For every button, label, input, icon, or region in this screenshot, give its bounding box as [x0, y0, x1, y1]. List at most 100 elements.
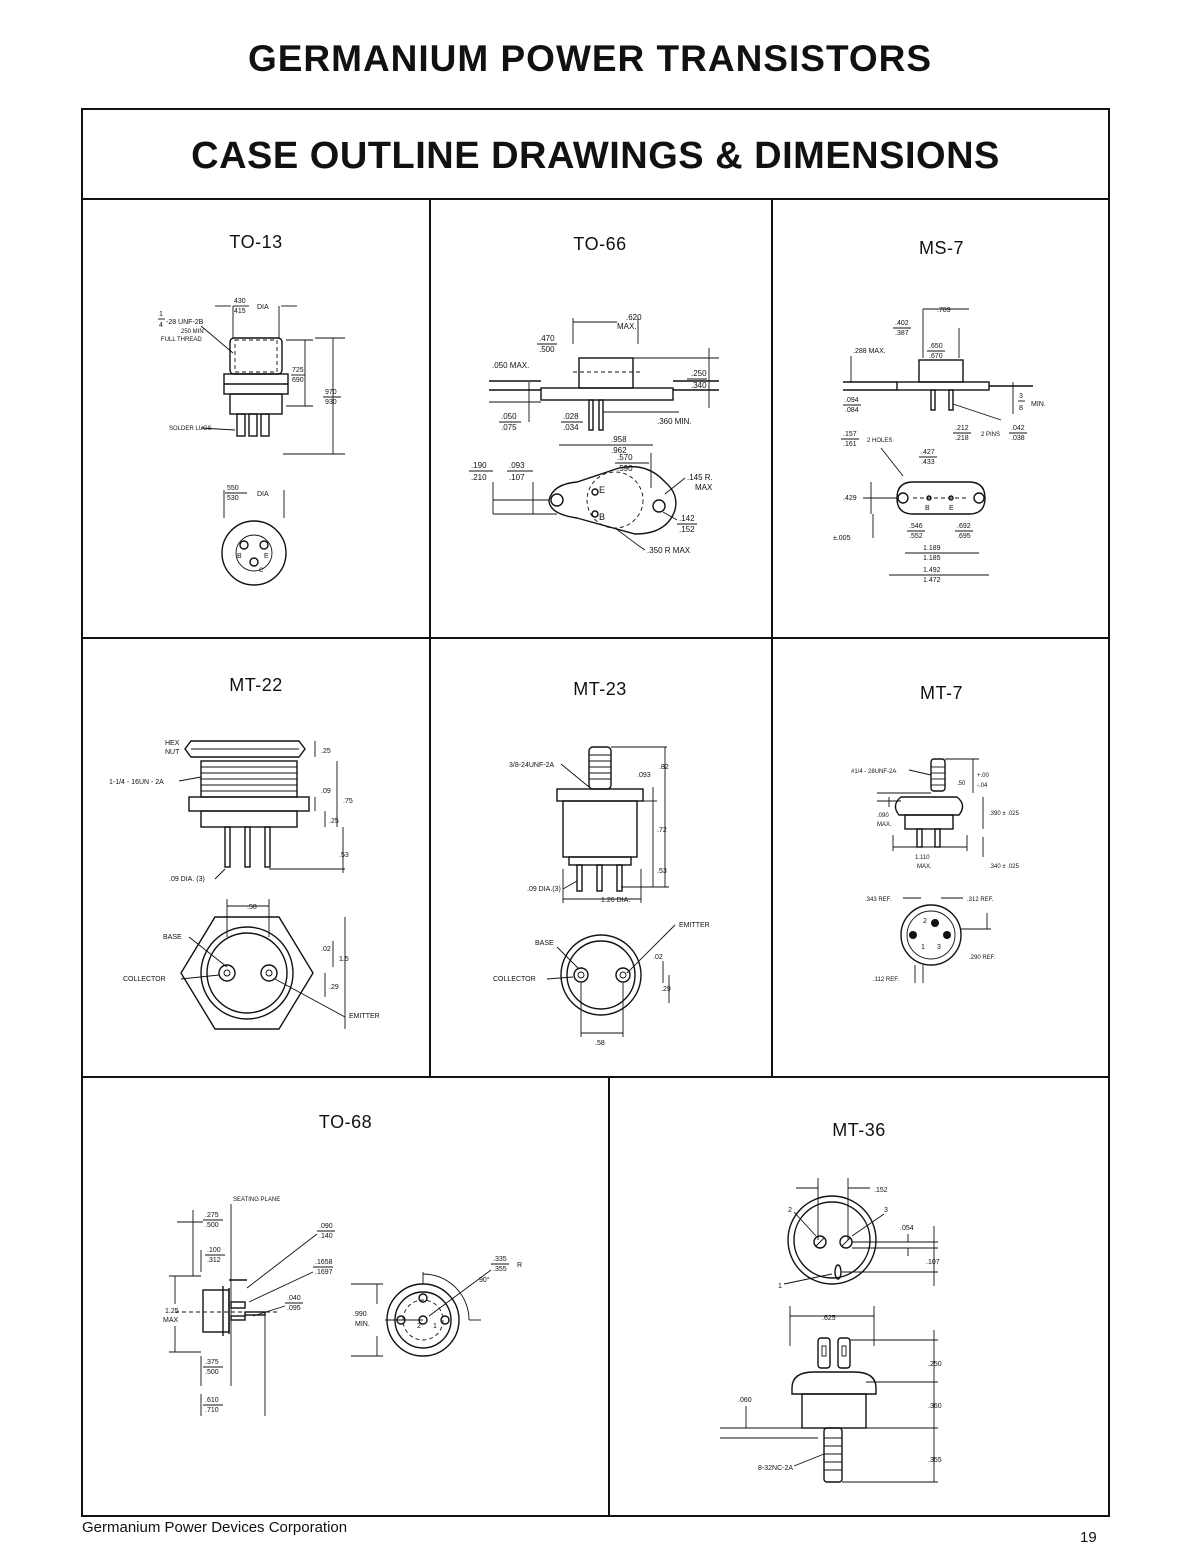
to66-pin-b: B [599, 512, 605, 522]
ms7-d042: .042 [1011, 425, 1025, 432]
ms7-d402: .402 [895, 320, 909, 327]
mt22-d53: .53 [339, 852, 349, 859]
to66-d034: .034 [563, 423, 579, 432]
to66-d590: .590 [617, 464, 633, 473]
mt36-d107: .107 [926, 1259, 940, 1266]
to66-d152: .152 [679, 525, 695, 534]
ms7-d218: .218 [955, 435, 969, 442]
case-label-to66: TO-66 [573, 234, 627, 254]
to66-d028: .028 [563, 412, 579, 421]
mt7-d290: .290 REF. [969, 955, 996, 961]
mt22-d25: .25 [321, 748, 331, 755]
mt23-base: BASE [535, 940, 554, 947]
to13-pin-e: E [264, 553, 269, 560]
to66-d145: .145 R. [687, 473, 713, 482]
mt36-d360: .360 [928, 1403, 942, 1410]
mt36-d054: .054 [900, 1225, 914, 1232]
mt22-emitter: EMITTER [349, 1013, 380, 1020]
to13-h1-top: 725 [292, 367, 304, 374]
ms7-d670: .670 [929, 353, 943, 360]
mt7-dmax: MAX. [877, 822, 892, 828]
mt36-outline-drawing: .152 2 3 1 .054 .107 .62 [720, 1178, 942, 1483]
to13-dia-top: 430 [234, 298, 246, 305]
to68-d1658: .1658 [315, 1259, 333, 1266]
to68-d100: .100 [207, 1247, 221, 1254]
to68-d312: .312 [207, 1257, 221, 1264]
mt7-p1: 1 [921, 944, 925, 951]
case-label-to13: TO-13 [229, 232, 283, 252]
mt36-p1: 1 [778, 1283, 782, 1290]
to68-dmax: MAX [163, 1317, 179, 1324]
to66-d620: .620 [626, 313, 642, 322]
to66-d107: .107 [509, 473, 525, 482]
mt22-d02: .02 [321, 946, 331, 953]
mt23-d58: .58 [595, 1040, 605, 1047]
case-label-to68: TO-68 [318, 1112, 373, 1132]
to66-d093: .093 [509, 461, 525, 470]
cell-ms7: MS-7 .789 .402 .387 .288 MAX. .650 .670 … [773, 198, 1110, 639]
cell-mt36: MT-36 .152 2 3 1 .054 [608, 1076, 1110, 1517]
mt7-dm04: -.04 [977, 783, 988, 789]
banner-title: CASE OUTLINE DRAWINGS & DIMENSIONS [191, 135, 1000, 177]
to66-d142: .142 [679, 514, 695, 523]
to68-d040: .040 [287, 1295, 301, 1302]
mt22-d15: 1.5 [339, 956, 349, 963]
to68-d090: .090 [319, 1223, 333, 1230]
case-label-mt7: MT-7 [919, 683, 963, 703]
mt7-p2: 2 [923, 918, 927, 925]
ms7-d084: .084 [845, 407, 859, 414]
to66-d050: .050 [501, 412, 517, 421]
to68-d1697: .1697 [315, 1269, 333, 1276]
to66-d210: .210 [471, 473, 487, 482]
ms7-d288: .288 MAX. [853, 348, 886, 355]
ms7-d1492: 1.492 [923, 567, 941, 574]
to66-d075: .075 [501, 423, 517, 432]
mt36-d250: .250 [928, 1361, 942, 1368]
to13-solder-lugs: SOLDER LUGS [169, 426, 212, 432]
cell-to68: TO-68 SEATING PLANE .275 .500 .090 .140 … [83, 1076, 610, 1517]
ms7-d212: .212 [955, 425, 969, 432]
mt22-d25b: .25 [329, 818, 339, 825]
ms7-dpins: 2 PINS [981, 432, 1000, 438]
section-banner: CASE OUTLINE DRAWINGS & DIMENSIONS [83, 110, 1108, 200]
mt22-base: BASE [163, 934, 182, 941]
to13-dia-word: DIA [257, 304, 269, 311]
mt22-d09: .09 [321, 788, 331, 795]
ms7-dmin: MIN. [1031, 401, 1046, 408]
ms7-d161: .161 [843, 441, 857, 448]
to13-h1-bot: 690 [292, 377, 304, 384]
mt23-d53: .53 [657, 868, 667, 875]
mt23-d29: .29 [661, 986, 671, 993]
to68-outline-drawing: SEATING PLANE .275 .500 .090 .140 .100 .… [163, 1197, 522, 1416]
to13-thread-1: 1 [159, 311, 163, 318]
mt23-d82: .82 [659, 764, 669, 771]
to13-h2-bot: 930 [325, 399, 337, 406]
ms7-d038: .038 [1011, 435, 1025, 442]
mt36-d625: .625 [822, 1315, 836, 1322]
to68-d500b: .500 [205, 1369, 219, 1376]
to68-seating: SEATING PLANE [233, 1197, 280, 1203]
ms7-d427: .427 [921, 449, 935, 456]
ms7-d433: .433 [921, 459, 935, 466]
case-label-mt22: MT-22 [229, 675, 283, 695]
case-label-mt23: MT-23 [573, 679, 627, 699]
ms7-d094: .094 [845, 397, 859, 404]
cell-mt22: MT-22 HEX NUT .25 1-1/4 - 16UN - 2A .09 … [83, 637, 431, 1078]
to68-p2: 2 [417, 1323, 421, 1330]
mt22-collector: COLLECTOR [123, 976, 166, 983]
mt7-dp00: +.00 [977, 773, 990, 779]
ms7-d1189: 1.189 [923, 545, 941, 552]
to13-thread-2: 4 [159, 322, 163, 329]
to66-d190: .190 [471, 461, 487, 470]
cell-mt7: MT-7 #1/4 - 28UNF-2A .50 +.00 -.04 .090 … [773, 637, 1110, 1078]
to13-outline-drawing: 1 4 -28 UNF-2B 250 MIN FULL THREAD 430 4… [158, 298, 345, 586]
to13-base-dia: DIA [257, 491, 269, 498]
mt7-outline-drawing: #1/4 - 28UNF-2A .50 +.00 -.04 .090 MAX. … [851, 758, 1020, 983]
ms7-outline-drawing: .789 .402 .387 .288 MAX. .650 .670 3 8 M [833, 307, 1046, 584]
to68-d710: .710 [205, 1407, 219, 1414]
mt36-d152: .152 [874, 1187, 888, 1194]
mt23-outline-drawing: 3/8-24UNF-2A .093 .82 .72 .53 .09 DIA [493, 746, 710, 1047]
to66-d350: .350 R MAX [647, 546, 691, 555]
mt7-p3: 3 [937, 944, 941, 951]
to66-d570: .570 [617, 453, 633, 462]
